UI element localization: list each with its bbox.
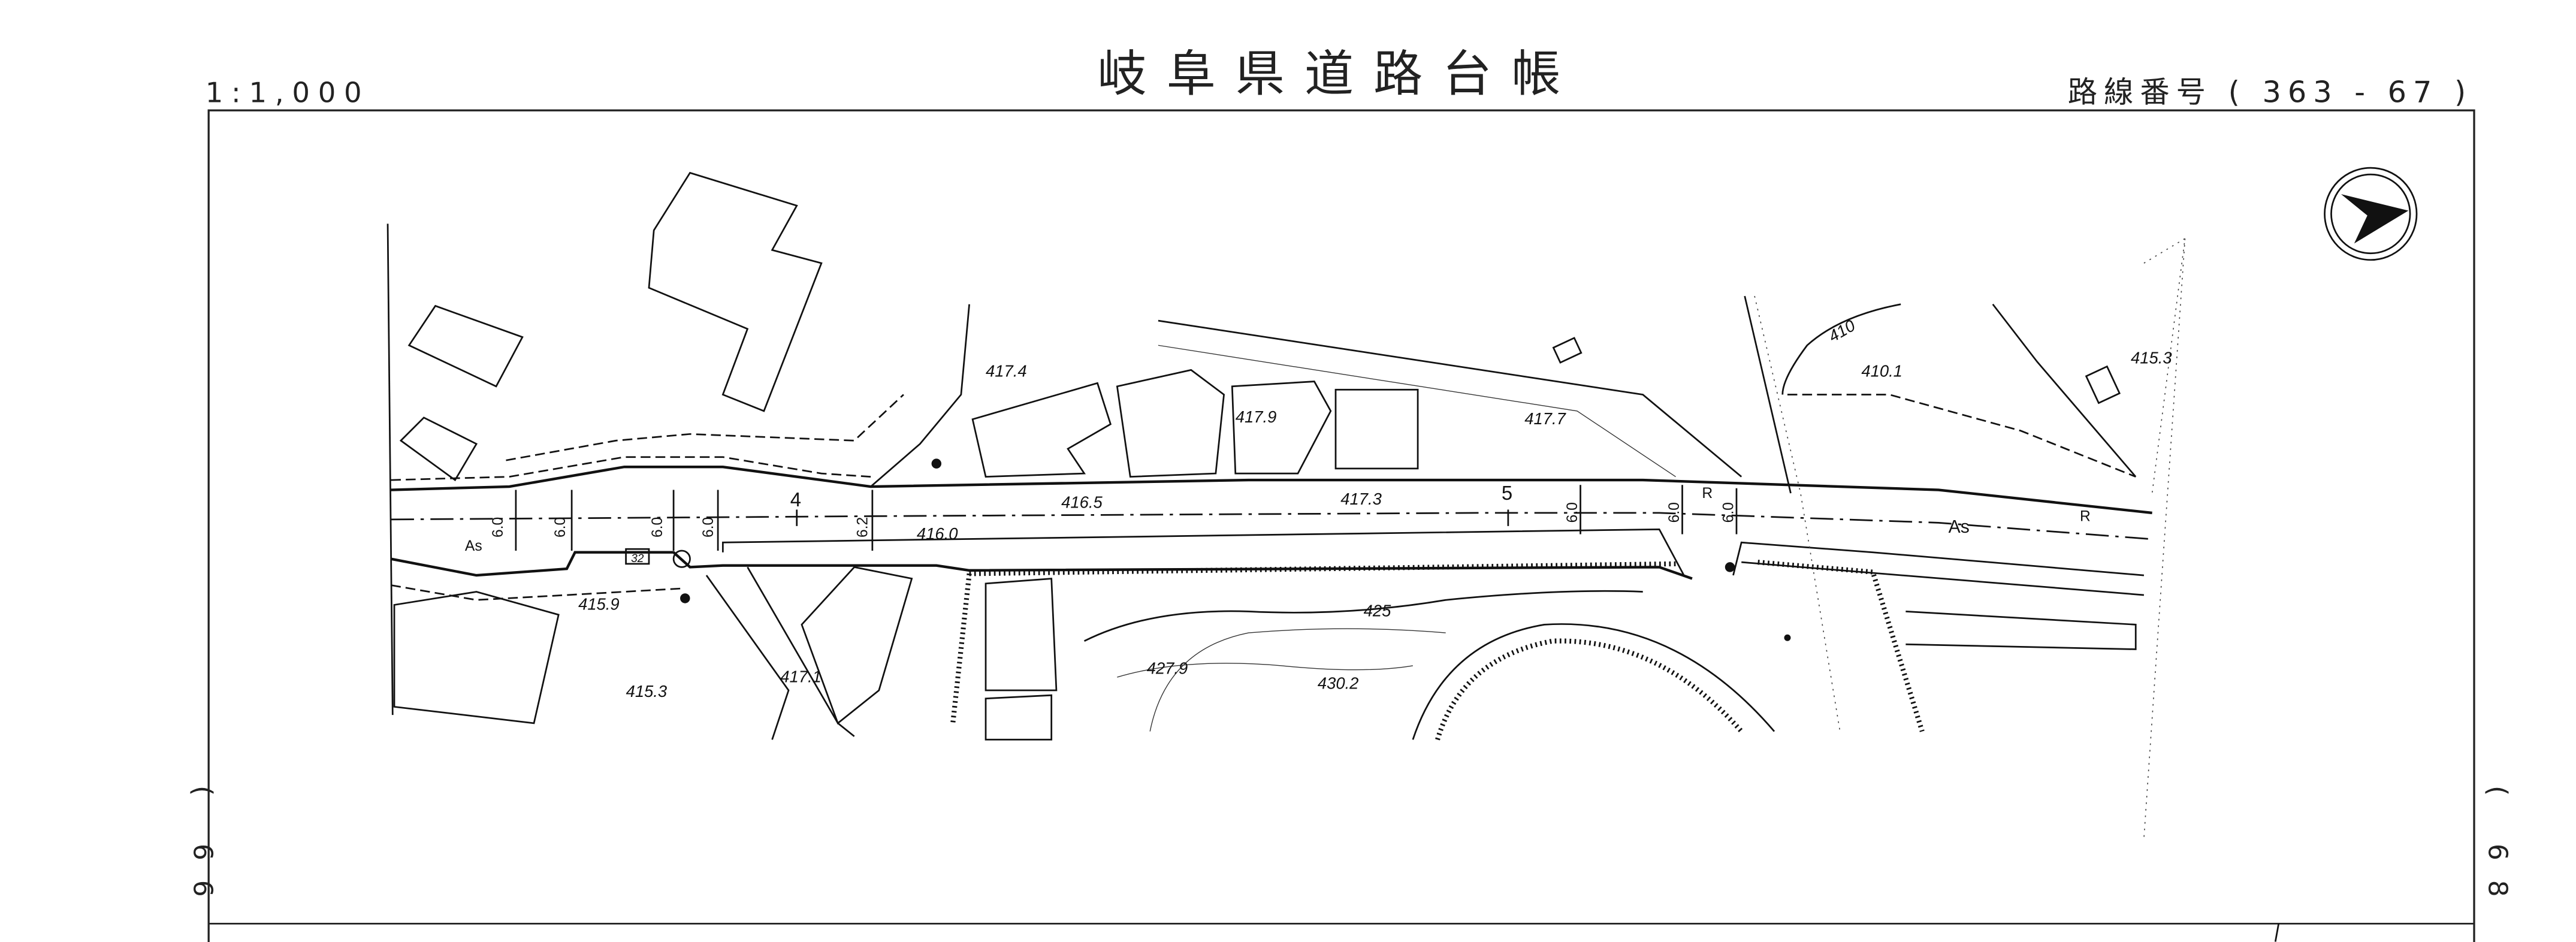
pavement-label: As [465, 538, 482, 554]
north-arrow-icon [2324, 167, 2418, 261]
elevation-label: 417.4 [986, 361, 1027, 380]
route-number: 路線番号 ( 363 - 67 ) [2068, 74, 2473, 109]
contour-label: 410 [1825, 316, 1859, 346]
elevation-label: 430.2 [1318, 674, 1359, 692]
elevation-label: 410.1 [1861, 361, 1902, 380]
elevation-label: 417.1 [780, 667, 822, 686]
elevation-label: 416.0 [917, 524, 958, 543]
elevation-label: 417.9 [1236, 407, 1277, 426]
right-sheet-ref: ( 68 - [2483, 786, 2513, 942]
road-map: 32 [386, 171, 2186, 838]
route-marker-box [625, 548, 650, 565]
station-label: 4 [790, 488, 801, 511]
map-labels: 417.4 417.9 417.7 410 410.1 415.3 416.5 … [465, 316, 2172, 701]
r-label: R [2080, 509, 2091, 525]
elevation-label: 415.9 [578, 595, 620, 614]
scale-label: 1:1,000 [206, 76, 370, 108]
width-dimension: 6.0 [1666, 502, 1683, 523]
elevation-label: 415.3 [626, 682, 668, 701]
pavement-label: As [1949, 517, 1970, 537]
width-dimension: 6.0 [650, 517, 666, 538]
sheet-title: 岐阜県道路台帳 [1097, 46, 1580, 102]
manhole-icon [672, 550, 691, 568]
width-dimension: 6.0 [700, 517, 717, 538]
contour-label: 425 [1364, 602, 1391, 620]
width-dimension: 6.0 [552, 517, 569, 538]
elevation-label: 427.9 [1147, 659, 1188, 678]
width-dimension: 6.0 [490, 517, 506, 538]
elevation-label: 416.5 [1061, 493, 1103, 512]
elevation-label: 417.3 [1340, 490, 1382, 508]
left-sheet-ref: ( 66 - [188, 786, 218, 942]
r-label: R [1702, 485, 1713, 502]
route-marker-number: 32 [631, 552, 644, 565]
elevation-label: 415.3 [2131, 348, 2172, 367]
road-centerline [391, 512, 2152, 541]
width-dimension: 6.0 [1721, 502, 1737, 523]
elevation-label: 417.7 [1524, 409, 1566, 428]
station-label: 5 [1502, 482, 1512, 504]
map-frame [207, 109, 2475, 942]
width-dimension: 6.0 [1565, 502, 1581, 523]
width-dimension: 6.2 [855, 517, 871, 538]
